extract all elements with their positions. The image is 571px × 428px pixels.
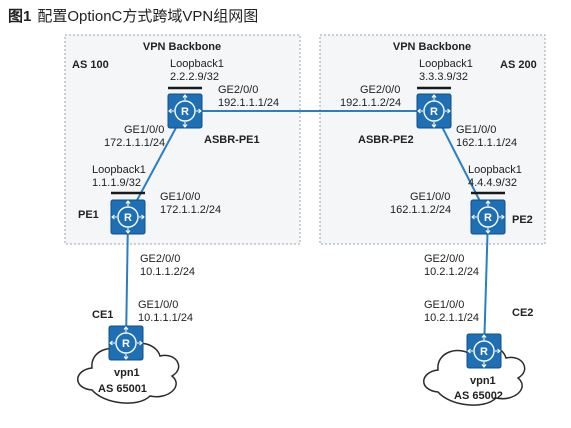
pe1-if2-ip: 10.1.1.2/24 (140, 266, 195, 278)
pe2-name: PE2 (512, 214, 533, 226)
asbr-pe2-loopback-ip: 3.3.3.9/32 (419, 71, 468, 83)
asbr-pe1-if2-ip: 172.1.1.1/24 (104, 137, 165, 149)
link-pe1-asbr1 (127, 110, 186, 218)
asbr-pe2-name: ASBR-PE2 (358, 134, 414, 146)
link-pe2-ce2 (483, 216, 489, 352)
as200-backbone-label: VPN Backbone (393, 41, 471, 53)
ce1-if1-name: GE1/0/0 (138, 299, 178, 311)
asbr-pe1-if2-name: GE1/0/0 (124, 124, 164, 136)
as200-label: AS 200 (500, 59, 537, 71)
asbr-pe2-if2-ip: 162.1.1.1/24 (456, 137, 517, 149)
as100-zone (64, 34, 301, 245)
link-asbr2-pe2 (433, 110, 489, 218)
pe1-name: PE1 (78, 209, 99, 221)
pe2-if2-name: GE2/0/0 (424, 253, 464, 265)
ce1-as-label: AS 65001 (98, 383, 147, 395)
as100-label: AS 100 (72, 59, 109, 71)
asbr-pe1-if1-name: GE2/0/0 (218, 84, 258, 96)
pe1-if2-name: GE2/0/0 (140, 253, 180, 265)
asbr-pe1-name: ASBR-PE1 (204, 134, 260, 146)
ce1-name: CE1 (92, 309, 113, 321)
pe2-loopback-label: Loopback1 (468, 164, 522, 176)
ce1-if1-ip: 10.1.1.1/24 (138, 312, 193, 324)
cloud-as65001 (77, 342, 180, 404)
figure-title: 图1 配置OptionC方式跨域VPN组网图 (8, 5, 258, 26)
link-pe1-ce1 (125, 216, 129, 344)
ce1-vpn-label: vpn1 (114, 367, 140, 379)
router-icon-asbr-pe2[interactable] (416, 93, 452, 129)
asbr-pe1-if1-ip: 192.1.1.1/24 (218, 97, 279, 109)
asbr-pe2-if1-ip: 192.1.1.2/24 (340, 97, 401, 109)
figure-caption: 配置OptionC方式跨域VPN组网图 (37, 8, 259, 25)
pe1-loopback-label: Loopback1 (92, 164, 146, 176)
ce2-vpn-label: vpn1 (470, 375, 496, 387)
asbr-pe2-if1-name: GE2/0/0 (360, 84, 400, 96)
figure-number: 图1 (8, 8, 32, 25)
pe1-if1-name: GE1/0/0 (160, 191, 200, 203)
ce2-as-label: AS 65002 (454, 390, 503, 402)
ce2-if1-name: GE1/0/0 (424, 299, 464, 311)
pe1-if1-ip: 172.1.1.2/24 (160, 204, 221, 216)
pe2-if1-ip: 162.1.1.2/24 (390, 204, 451, 216)
pe2-loopback-ip: 4.4.4.9/32 (468, 177, 517, 189)
router-icon-asbr-pe1[interactable] (167, 93, 203, 129)
asbr-pe2-if2-name: GE1/0/0 (456, 124, 496, 136)
router-icon-ce2[interactable] (466, 333, 502, 369)
ce2-name: CE2 (512, 307, 533, 319)
router-icon-ce1[interactable] (108, 325, 144, 361)
pe1-loopback-ip: 1.1.1.9/32 (92, 177, 141, 189)
asbr-pe1-loopback-label: Loopback1 (170, 58, 224, 70)
router-icon-pe2[interactable] (470, 199, 506, 235)
pe2-if2-ip: 10.2.1.2/24 (424, 266, 479, 278)
pe2-if1-name: GE1/0/0 (410, 191, 450, 203)
as100-backbone-label: VPN Backbone (143, 41, 221, 53)
as200-zone (319, 34, 546, 245)
asbr-pe2-loopback-label: Loopback1 (419, 58, 473, 70)
ce2-if1-ip: 10.2.1.1/24 (424, 312, 479, 324)
router-icon-pe1[interactable] (110, 199, 146, 235)
asbr-pe1-loopback-ip: 2.2.2.9/32 (170, 71, 219, 83)
